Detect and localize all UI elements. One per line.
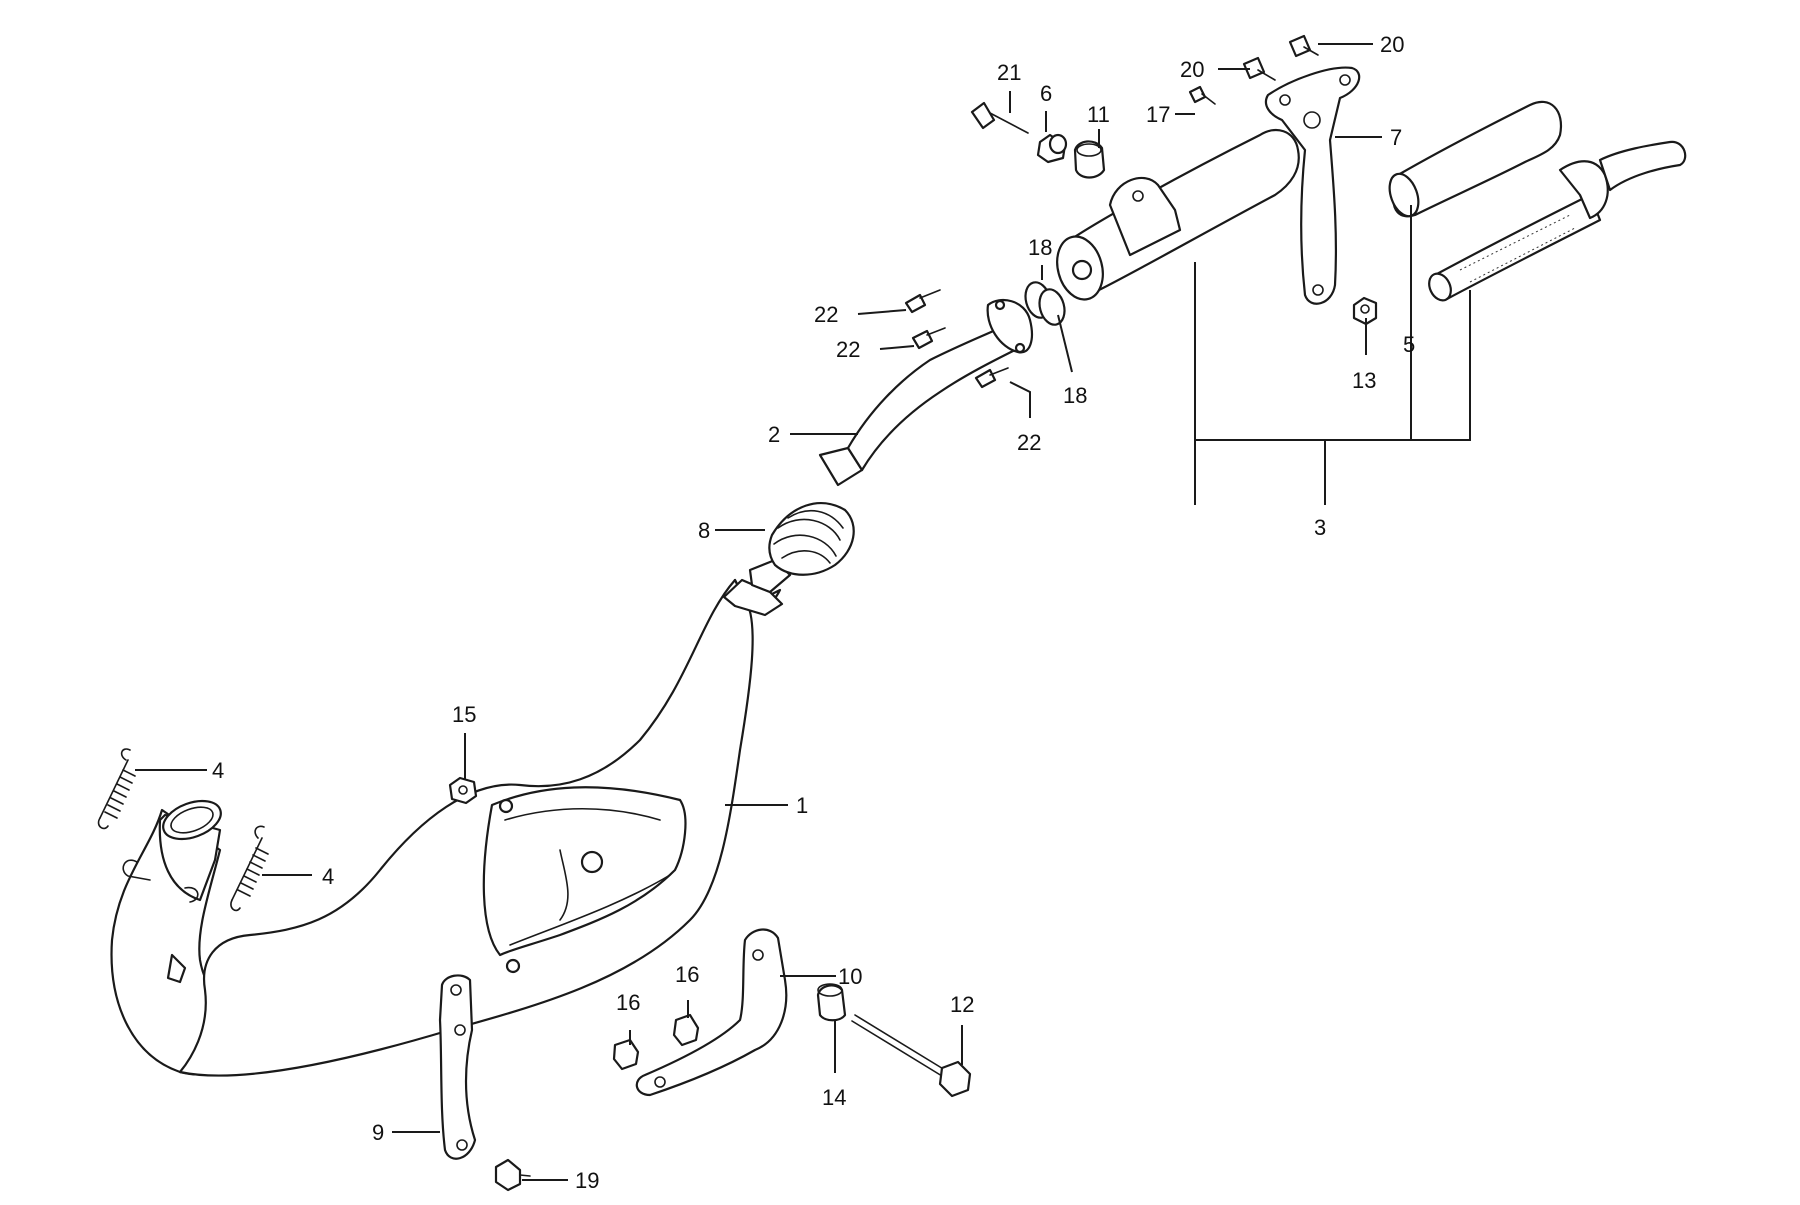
chamber-bracket xyxy=(635,928,788,1097)
callout-22c: 22 xyxy=(1017,430,1041,455)
callout-8: 8 xyxy=(698,518,710,543)
callout-2: 2 xyxy=(768,422,780,447)
callout-4b: 4 xyxy=(322,864,334,889)
callout-22a: 22 xyxy=(814,302,838,327)
spring-lower xyxy=(230,825,269,912)
callout-20a: 20 xyxy=(1380,32,1404,57)
leader-lines xyxy=(135,43,1471,1181)
long-bolt xyxy=(851,1014,972,1098)
callout-20b: 20 xyxy=(1180,57,1204,82)
rubber-damper-b xyxy=(612,1038,640,1071)
chamber-nut xyxy=(448,776,478,805)
rubber-coupling xyxy=(748,502,855,594)
silencer-packing xyxy=(1388,100,1563,218)
link-pipe xyxy=(818,298,1034,487)
callout-10: 10 xyxy=(838,964,862,989)
callout-11: 11 xyxy=(1087,102,1110,127)
callout-6: 6 xyxy=(1040,81,1052,106)
lower-bracket-bolt xyxy=(494,1158,531,1192)
bracket-bolts xyxy=(1242,34,1319,81)
spring-upper xyxy=(97,748,136,830)
mount-bolt xyxy=(970,101,1029,134)
callout-22b: 22 xyxy=(836,337,860,362)
callout-4a: 4 xyxy=(212,758,224,783)
callout-14: 14 xyxy=(822,1085,846,1110)
callout-16b: 16 xyxy=(675,962,699,987)
callout-5: 5 xyxy=(1403,332,1415,357)
callout-18a: 18 xyxy=(1028,235,1052,260)
callout-15: 15 xyxy=(452,702,476,727)
screw xyxy=(1188,85,1216,105)
collar xyxy=(1036,133,1068,164)
callout-19: 19 xyxy=(575,1168,599,1193)
callout-3: 3 xyxy=(1314,515,1326,540)
bracket-nut xyxy=(1352,296,1378,326)
callout-21: 21 xyxy=(997,60,1021,85)
flange-bolts xyxy=(904,289,1009,389)
callout-13: 13 xyxy=(1352,368,1376,393)
grommet xyxy=(1073,140,1106,179)
expansion-chamber xyxy=(110,578,784,1077)
callout-7: 7 xyxy=(1390,125,1402,150)
callout-16a: 16 xyxy=(616,990,640,1015)
callout-9: 9 xyxy=(372,1120,384,1145)
callout-17: 17 xyxy=(1146,102,1170,127)
spacer-collar xyxy=(816,983,847,1022)
silencer xyxy=(1056,128,1300,301)
callout-18b: 18 xyxy=(1063,383,1087,408)
silencer-core-tube xyxy=(1428,140,1687,302)
callout-12: 12 xyxy=(950,992,974,1017)
callout-1: 1 xyxy=(796,793,808,818)
silencer-bracket xyxy=(1264,66,1361,305)
rubber-damper-a xyxy=(672,1013,700,1047)
lower-bracket xyxy=(438,974,477,1160)
callout-labels: 1 2 3 4 4 5 6 7 8 9 10 11 12 13 14 15 16… xyxy=(212,32,1415,1193)
